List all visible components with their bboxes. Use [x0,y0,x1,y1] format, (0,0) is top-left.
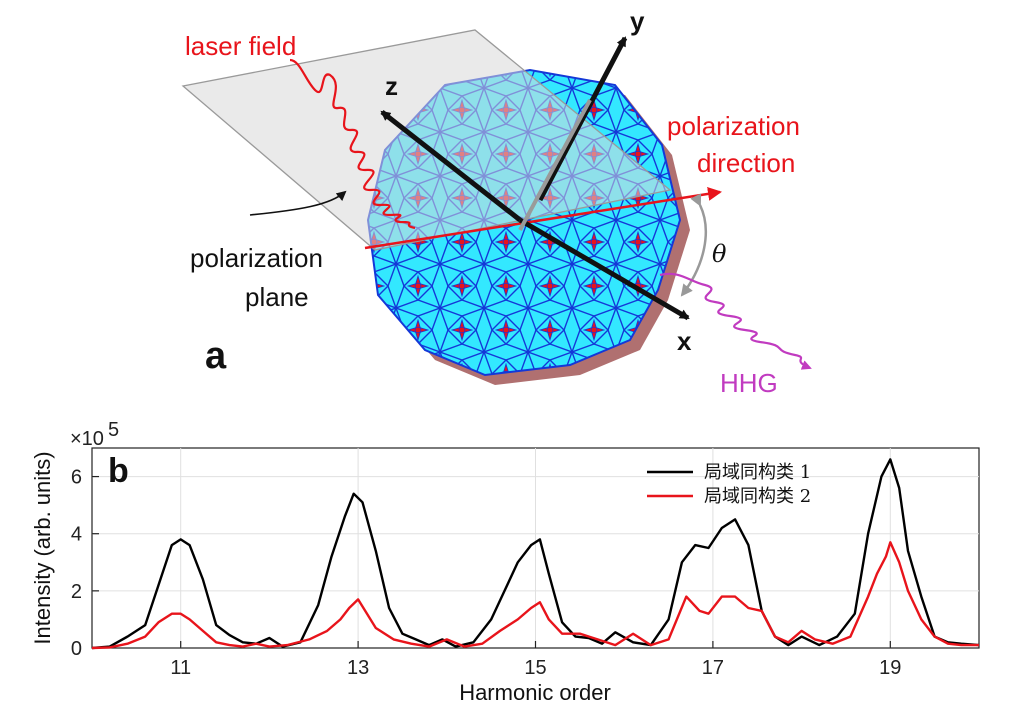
series-line-1 [91,458,980,650]
z-axis-arrow [380,110,522,222]
hhg-wave [659,272,812,370]
gridlines [92,448,979,648]
theta-arc [680,193,707,297]
y-tick-label: 6 [71,467,82,489]
polarization-plane-label-1: polarization [190,243,323,273]
y-tick-label: 0 [71,638,82,660]
series-layer [91,458,980,650]
x-tick-label: 15 [524,657,546,679]
y-tick-label: 4 [71,524,82,546]
panel-a-label: a [205,335,227,377]
x-axis-label: x [677,326,692,356]
x-tick-label: 19 [879,657,901,679]
y-axis-title: Intensity (arb. units) [30,451,55,644]
y-axis-hidden-segment [518,99,592,231]
legend-label-2: 局域同构类 2 [704,486,811,507]
y-axis-label: y [630,6,645,36]
plane-pointer-arrow [249,190,347,216]
polarization-plane-label-2: plane [245,282,309,312]
laser-field-label: laser field [185,31,296,61]
y-tick-label: 2 [71,581,82,603]
y-multiplier-exp: 5 [108,419,119,441]
series-line-2 [91,541,979,650]
y-multiplier-base: ×10 [70,428,104,450]
theta-label: θ [712,240,727,268]
x-tick-label: 13 [347,657,369,679]
x-tick-label: 11 [170,657,191,679]
z-axis-label: z [385,71,398,101]
legend: 局域同构类 1 局域同构类 2 [647,462,811,507]
polarization-plane [181,29,672,251]
legend-label-1: 局域同构类 1 [704,462,811,483]
x-axis-arrow [518,217,690,321]
polarization-direction-label-1: polarization [667,111,800,141]
x-axis-title: Harmonic order [459,680,611,705]
polarization-direction-line [364,186,722,250]
x-tick-label: 17 [702,657,724,679]
panel-b-label: b [108,452,129,490]
y-axis-arrow [537,36,628,202]
x-ticks: 11 13 15 17 19 [170,641,901,679]
polarization-direction-label-2: direction [697,148,795,178]
panel-b-chart: 11 13 15 17 19 0 2 4 6 ×10 5 b Harmonic order I… [30,419,980,705]
hhg-label: HHG [720,368,778,398]
panel-a-illustration: laser field polarization direction polar… [181,6,812,398]
laser-field-wave [289,58,416,230]
